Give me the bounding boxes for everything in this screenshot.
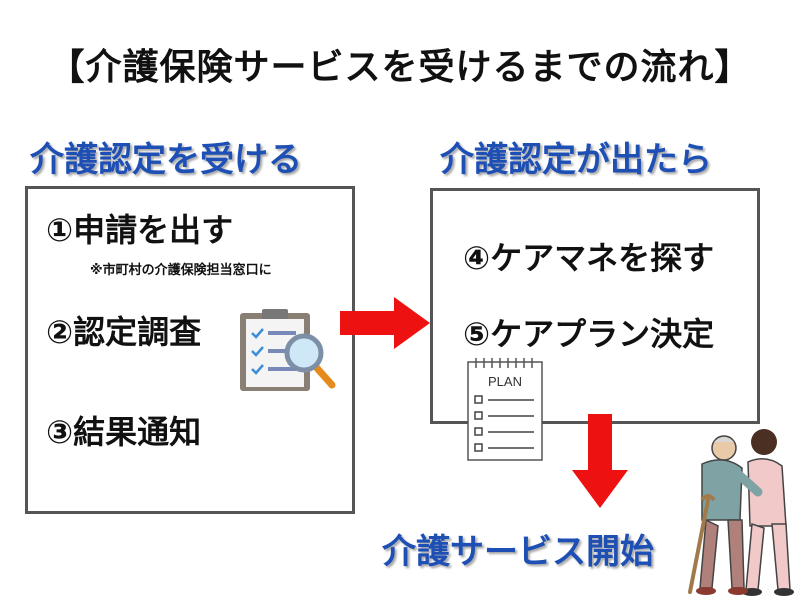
step-1-label: ①申請を出す — [46, 211, 234, 249]
caregiver-helping-elderly-person — [688, 429, 794, 596]
plan-label: PLAN — [488, 374, 522, 389]
left-step-box: ①申請を出す ※市町村の介護保険担当窓口に ②認定調査 ③結果通知 — [25, 186, 355, 514]
page-title: 【介護保険サービスを受けるまでの流れ】 — [48, 47, 752, 88]
step-2-label: ②認定調査 — [46, 313, 202, 351]
step-1-note: ※市町村の介護保険担当窓口に — [90, 263, 272, 278]
clipboard-checklist-icon — [240, 309, 336, 391]
step-3-label: ③結果通知 — [46, 413, 202, 451]
service-start-label: 介護サービス開始 — [382, 532, 654, 572]
step-5-label: ⑤ケアプラン決定 — [463, 315, 715, 353]
down-arrow — [572, 414, 628, 508]
step-4-label: ④ケアマネを探す — [463, 239, 715, 277]
left-section-heading: 介護認定を受ける — [30, 140, 302, 180]
right-section-heading: 介護認定が出たら — [440, 140, 712, 180]
right-arrow — [340, 297, 430, 349]
plan-notepad-icon: PLAN — [467, 358, 543, 461]
